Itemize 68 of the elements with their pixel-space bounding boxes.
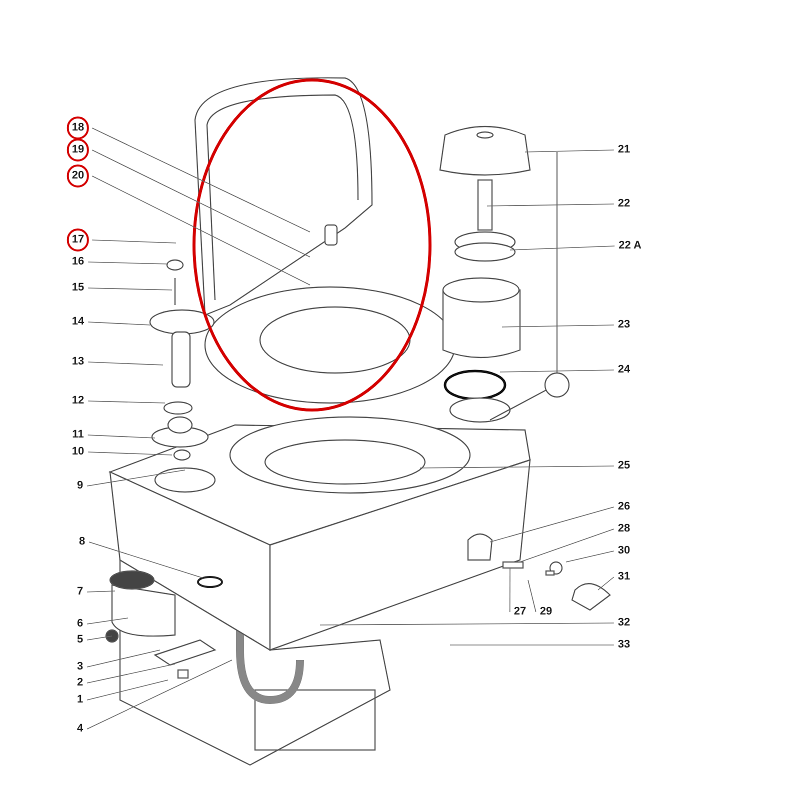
callout-number: 26 [616, 502, 632, 512]
callout-number: 22 A [618, 240, 642, 252]
leader-line [502, 324, 614, 328]
leader-line [320, 622, 614, 626]
leader-line [598, 576, 614, 590]
callout-number: 27 [512, 606, 528, 618]
leader-line [92, 176, 310, 286]
leader-line [520, 528, 614, 562]
leader-line [88, 262, 168, 264]
leader-line [524, 150, 614, 152]
leader-line [92, 150, 310, 258]
circled-callout-number: 19 [66, 138, 90, 162]
callout-number: 8 [78, 536, 86, 548]
callout-number: 21 [616, 144, 632, 156]
leader-line [86, 618, 128, 624]
callout-number: 3 [76, 662, 84, 672]
leader-line [88, 362, 164, 366]
leader-line [86, 680, 168, 700]
leader-line [500, 370, 614, 372]
leader-line [86, 664, 176, 684]
leader-line [88, 452, 172, 456]
leader-line [87, 434, 156, 438]
leader-line [86, 636, 112, 640]
callout-number: 15 [70, 282, 86, 294]
leader-line [510, 246, 615, 250]
callout-number: 31 [616, 572, 632, 582]
callout-number: 22 [616, 198, 632, 210]
leader-line [92, 240, 176, 244]
leader-line [86, 660, 232, 730]
leader-line [490, 506, 614, 542]
leader-line [86, 470, 186, 486]
callout-number: 12 [70, 396, 86, 406]
callout-number: 9 [76, 480, 84, 492]
callout-number: 10 [70, 446, 86, 458]
callout-number: 25 [616, 460, 632, 472]
callout-number: 16 [70, 256, 86, 268]
leader-line [88, 322, 150, 326]
leader-line [566, 550, 614, 562]
callout-number: 32 [616, 618, 632, 628]
circled-callout-number: 17 [66, 228, 90, 252]
callout-number: 4 [76, 724, 84, 734]
callout-number: 23 [616, 320, 632, 330]
callout-number: 6 [76, 618, 84, 630]
leader-line [86, 590, 116, 592]
leader-line [528, 580, 536, 612]
leader-line [88, 288, 172, 290]
callout-number: 28 [616, 524, 632, 534]
callout-number: 29 [538, 606, 554, 618]
callout-number: 1 [76, 694, 84, 706]
circled-callout-number: 18 [66, 116, 90, 140]
leader-line [92, 128, 310, 232]
callout-number: 33 [616, 640, 632, 650]
leader-line [450, 644, 614, 646]
callout-number: 24 [616, 364, 632, 376]
leader-line [86, 650, 160, 668]
leader-line [420, 466, 614, 468]
callout-number: 7 [76, 586, 84, 598]
callout-number: 14 [70, 316, 86, 328]
leader-line [88, 542, 204, 578]
callout-number: 2 [76, 678, 84, 688]
callout-number: 11 [71, 430, 85, 440]
leader-line [88, 400, 166, 404]
callout-number: 5 [76, 634, 84, 646]
circled-callout-number: 20 [66, 164, 90, 188]
leader-line [509, 568, 510, 612]
callout-number: 30 [616, 546, 632, 556]
leader-line [486, 204, 614, 206]
callout-number: 13 [70, 356, 86, 368]
